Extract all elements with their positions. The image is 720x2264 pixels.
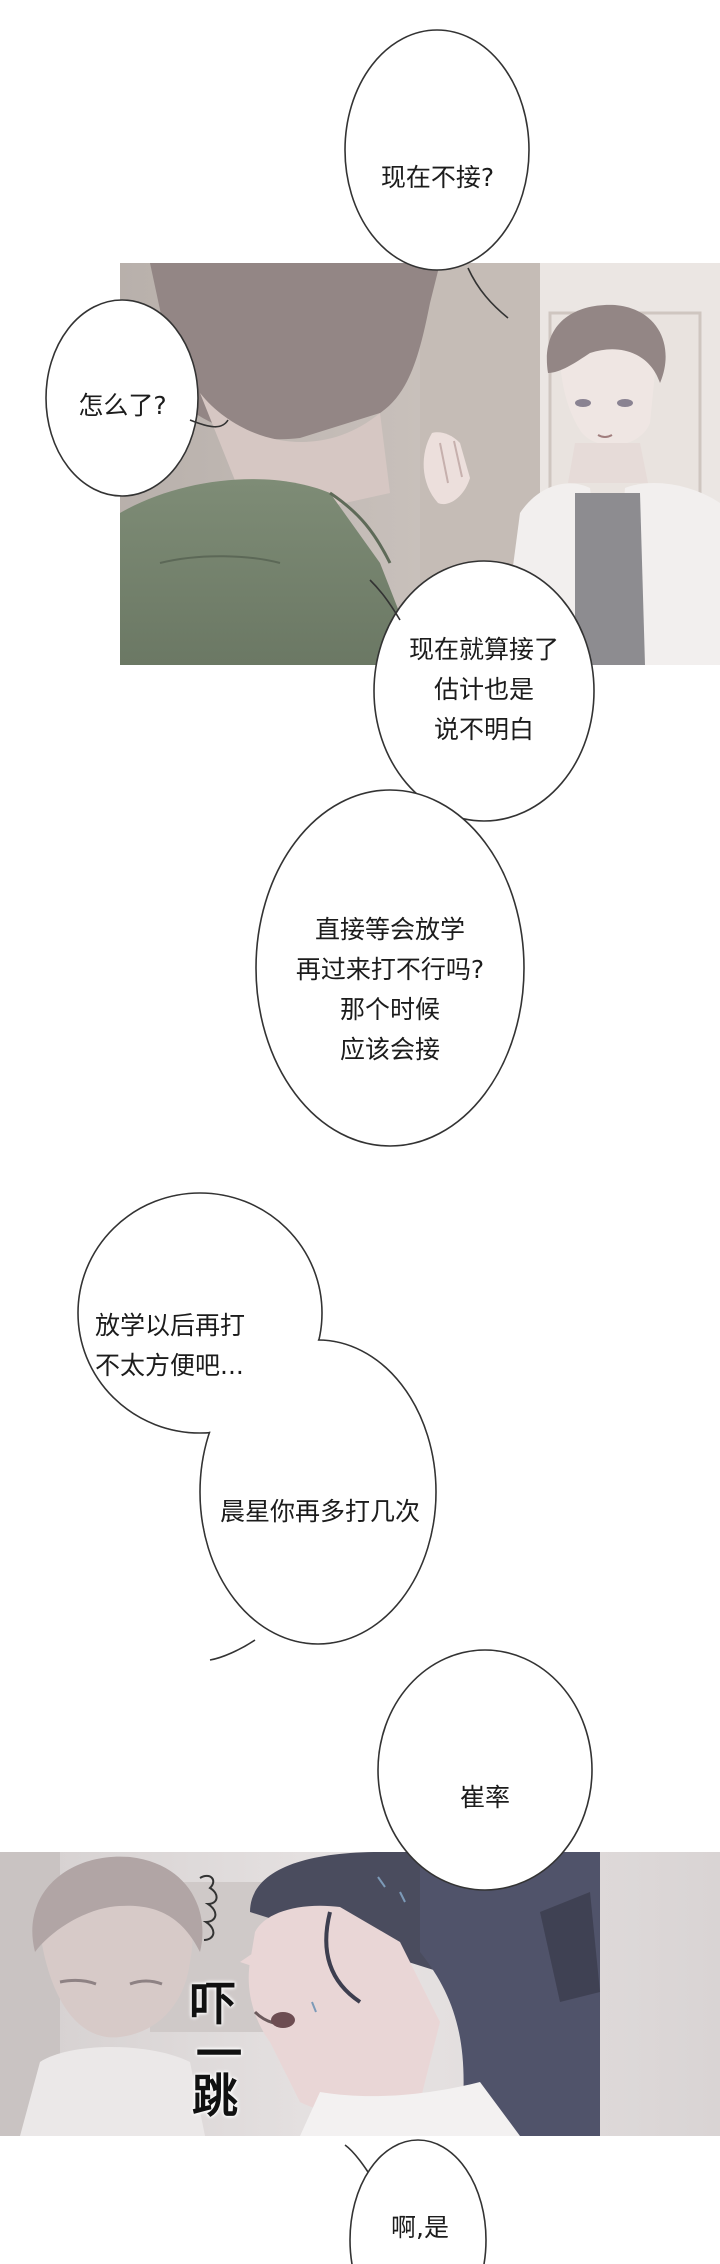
panel-1-art — [120, 263, 720, 665]
speech-bubble-4 — [255, 789, 525, 1147]
speech-bubble-8 — [349, 2139, 487, 2264]
bubble-text-2: 怎么了? — [78, 391, 167, 420]
bubble-text-7: 崔率 — [459, 1783, 510, 1812]
sfx-char-3: 跳 — [192, 2069, 238, 2123]
speech-bubble-7 — [377, 1649, 593, 1891]
speech-bubble-2 — [45, 299, 199, 497]
panel-1-classroom — [120, 263, 720, 665]
bubble-text-4: 直接等会放学 再过来打不行吗? 那个时候 应该会接 — [295, 915, 485, 1064]
panel-2-surprised — [0, 1852, 720, 2136]
bubble-text-8: 啊,是 — [391, 2213, 449, 2242]
speech-bubble-1 — [344, 29, 530, 271]
bubble-text-1: 现在不接? — [380, 163, 495, 192]
speech-bubble-3 — [373, 560, 595, 822]
bubble-text-5: 放学以后再打 不太方便吧... — [95, 1311, 246, 1380]
bubble-text-6: 晨星你再多打几次 — [219, 1497, 420, 1526]
bubble-text-3: 现在就算接了 估计也是 说不明白 — [408, 635, 559, 744]
sfx-char-1: 吓 — [190, 1977, 236, 2031]
sfx-char-2: 一 — [196, 2027, 242, 2081]
panel-2-art — [0, 1852, 720, 2136]
